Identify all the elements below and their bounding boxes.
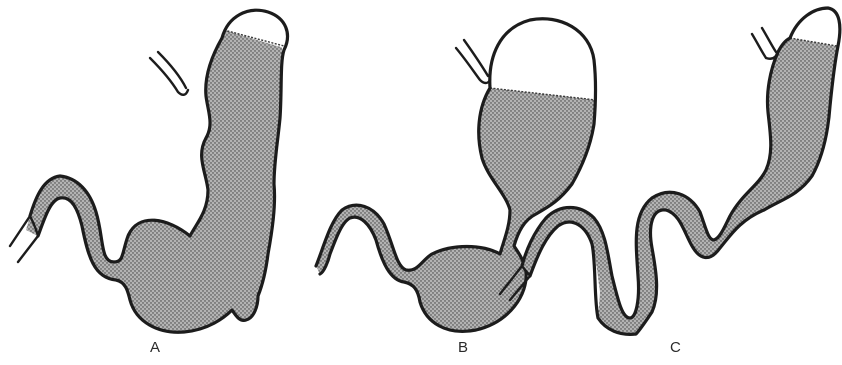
stomach-b-contents <box>316 88 596 331</box>
panel-label-a: A <box>150 340 160 355</box>
stomach-a-esophagus <box>150 52 188 95</box>
stomach-a-duodenum-tube <box>10 216 38 262</box>
stomach-diagram-a <box>10 10 287 332</box>
panel-label-c: C <box>670 340 681 355</box>
stomach-a-contents <box>26 30 282 332</box>
panel-label-b: B <box>458 340 468 355</box>
stomach-b-esophagus <box>456 40 490 83</box>
stomach-diagram-b <box>316 19 596 332</box>
stomach-c-esophagus <box>752 28 778 59</box>
